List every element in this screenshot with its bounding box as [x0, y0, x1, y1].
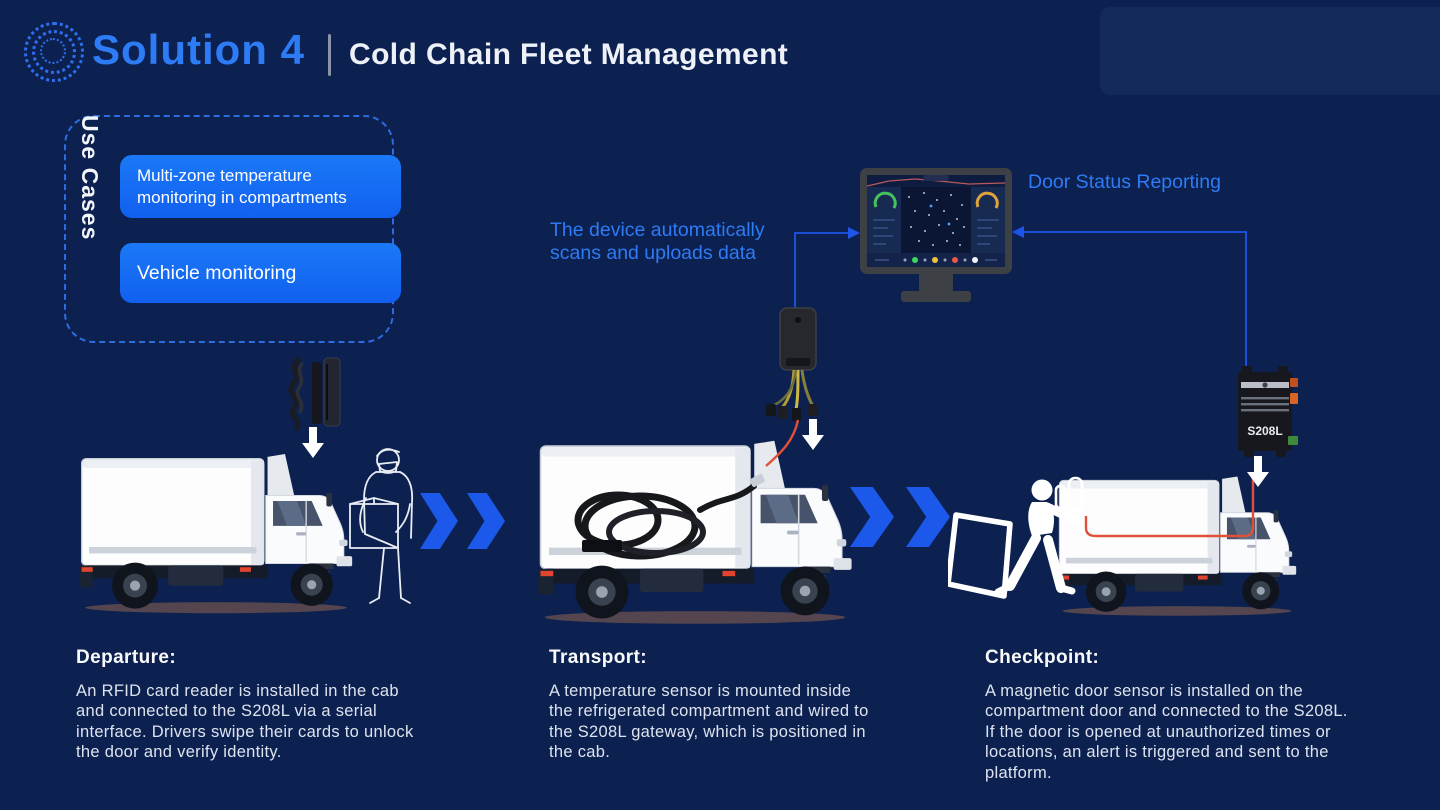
upload-annotation: The device automatically scans and uploa… [550, 219, 765, 265]
door-status-annotation: Door Status Reporting [1028, 171, 1221, 193]
monitor-stand-neck [919, 274, 953, 291]
use-cases-label: Use Cases [77, 115, 103, 241]
worker-opening-door-illustration [948, 474, 1255, 599]
dotted-sphere-logo-icon [24, 22, 84, 82]
stage-body-checkpoint: A magnetic door sensor is installed on t… [985, 682, 1348, 782]
stage-body-departure: An RFID card reader is installed in the … [76, 682, 414, 762]
solution-number-label: Solution 4 [92, 26, 305, 73]
dashboard-screen [867, 175, 1005, 267]
worker-silhouette [994, 479, 1080, 596]
header-watermark-panel [1100, 7, 1440, 95]
stage-heading-departure: Departure: [76, 647, 177, 668]
stage-body-transport: A temperature sensor is mounted inside t… [549, 682, 869, 762]
page-title: Cold Chain Fleet Management [349, 38, 789, 71]
door-panel-outline [948, 512, 1013, 599]
temperature-sensor-cable [574, 473, 765, 560]
header-divider [328, 34, 331, 76]
down-arrow-icon [302, 427, 324, 458]
use-case-chip-label: Vehicle monitoring [137, 261, 297, 284]
use-case-chip-multizone: Multi-zone temperature monitoring in com… [120, 155, 401, 218]
use-case-chip-vehicle: Vehicle monitoring [120, 243, 401, 303]
worker-carrying-box-illustration [349, 448, 414, 604]
truck-departure [78, 442, 354, 617]
use-cases-panel [64, 115, 394, 343]
door-sensor-wire [1084, 474, 1255, 538]
rfid-reader-device [288, 357, 341, 431]
stage-heading-checkpoint: Checkpoint: [985, 647, 1100, 668]
dashboard-monitor [860, 168, 1012, 274]
gateway-device [765, 307, 818, 467]
down-arrow-icon [1247, 456, 1269, 487]
s208l-device: S208L [1238, 366, 1298, 457]
down-arrow-icon [802, 419, 824, 450]
use-case-chip-label: Multi-zone temperature monitoring in com… [137, 165, 347, 207]
door-sensor-icon [1054, 476, 1084, 512]
s208l-device-label: S208L [1247, 424, 1282, 438]
monitor-stand-base [901, 291, 971, 302]
stage-heading-transport: Transport: [549, 647, 647, 668]
